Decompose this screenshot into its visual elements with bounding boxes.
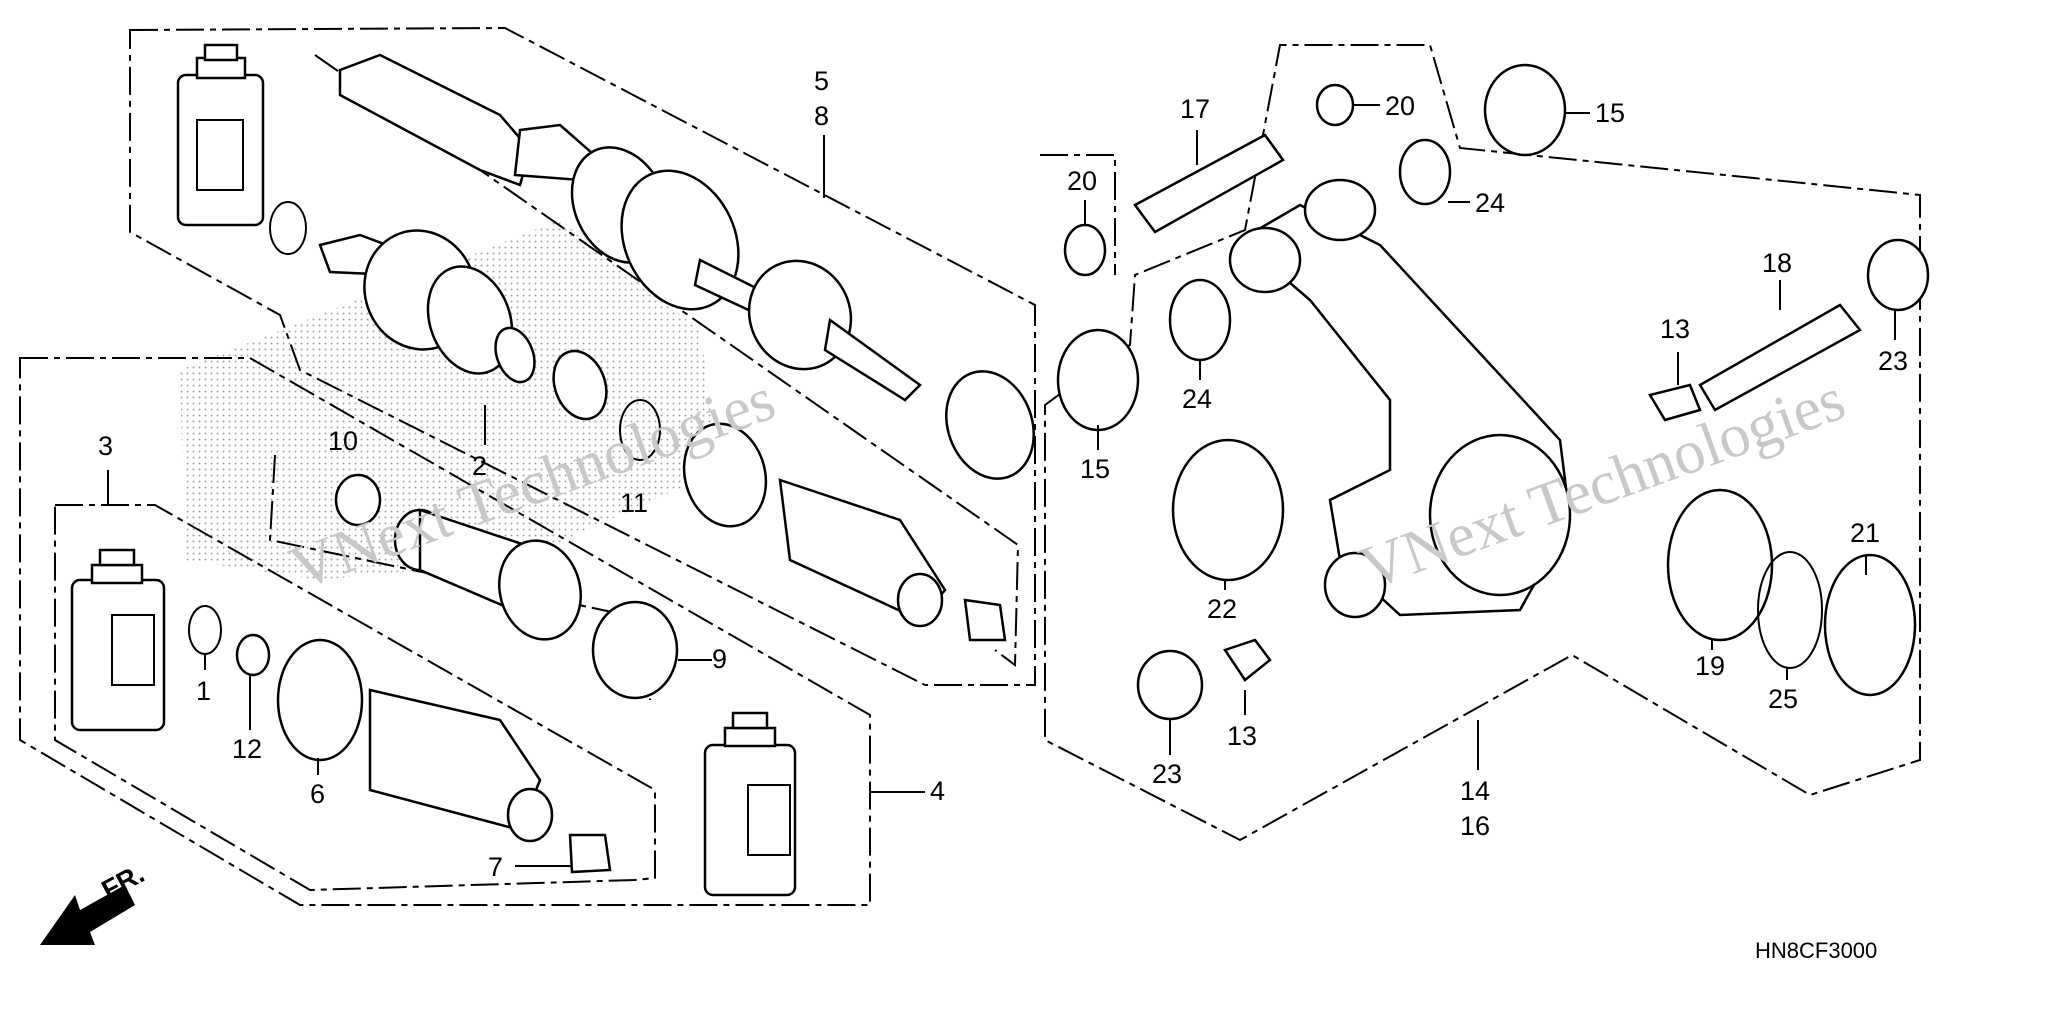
callout-24-a: 24 (1475, 188, 1505, 218)
callout-19: 19 (1695, 651, 1725, 681)
bushing-23a (1136, 649, 1204, 721)
seal-20b (1315, 83, 1355, 127)
inner-joint-housing (318, 229, 514, 375)
callout-10: 10 (328, 426, 358, 456)
group-outline-14-16 (1044, 44, 1921, 842)
callout-8: 8 (814, 101, 829, 131)
callout-20-b: 20 (1385, 91, 1415, 121)
clamp-7 (568, 833, 612, 874)
band-6 (276, 638, 364, 762)
callout-20-a: 20 (1067, 166, 1097, 196)
callout-11: 11 (620, 488, 648, 518)
grease-bottle-lower (70, 548, 166, 732)
band-10 (334, 473, 382, 527)
boot-outer (778, 478, 947, 628)
callout-13-a: 13 (1227, 721, 1257, 751)
front-arrow (40, 885, 135, 945)
snap-ring-12 (235, 633, 271, 677)
callout-15-a: 15 (1595, 98, 1625, 128)
circlip-25 (1757, 551, 1823, 669)
callout-5: 5 (814, 66, 829, 96)
boot-lower (368, 688, 554, 843)
knuckle (1228, 178, 1572, 619)
half-shaft-assembly (338, 53, 922, 402)
bushing-15b (1483, 63, 1567, 157)
seal-22 (1171, 438, 1285, 582)
callout-4: 4 (930, 776, 945, 806)
callout-1: 1 (196, 676, 211, 706)
callout-12: 12 (232, 734, 262, 764)
callout-25: 25 (1768, 684, 1798, 714)
callout-21: 21 (1850, 518, 1880, 548)
grease-bottle-right (703, 711, 797, 897)
callout-7: 7 (488, 852, 503, 882)
seal-21 (1823, 553, 1917, 697)
seal-23b (1866, 238, 1930, 312)
stipple-shading (180, 220, 720, 580)
callout-13-b: 13 (1660, 314, 1690, 344)
band-9 (591, 600, 679, 700)
group-outline-5-8 (129, 26, 1036, 686)
snap-ring-2 (494, 326, 536, 384)
collar-13a (1223, 638, 1272, 682)
circlip-top (269, 201, 307, 255)
callout-17: 17 (1180, 94, 1210, 124)
small-clamp (963, 598, 1007, 642)
bearing-cage (552, 349, 608, 421)
boot-inner (393, 508, 582, 641)
callout-2: 2 (472, 451, 487, 481)
bearing-24b (1168, 278, 1232, 362)
band-clamp-a (682, 422, 768, 528)
callout-3: 3 (98, 431, 113, 461)
bearing-24a (1398, 138, 1452, 206)
collar-13b (1648, 383, 1702, 422)
circlip-1 (188, 605, 222, 655)
callout-23-a: 23 (1152, 759, 1182, 789)
group-outline-20-inner (1040, 154, 1116, 275)
seal-20a (1063, 223, 1107, 277)
callout-15-b: 15 (1080, 454, 1110, 484)
callout-23-b: 23 (1878, 346, 1908, 376)
pivot-pin-18 (1698, 303, 1862, 412)
callout-6: 6 (310, 779, 325, 809)
band-clamp-b (945, 370, 1035, 480)
callout-16: 16 (1460, 811, 1490, 841)
callout-14: 14 (1460, 776, 1490, 806)
callout-22: 22 (1207, 594, 1237, 624)
grease-bottle-top (176, 43, 265, 227)
bearing-19 (1666, 488, 1774, 642)
callout-24-b: 24 (1182, 384, 1212, 414)
bushing-15a (1056, 328, 1140, 432)
circlip-11 (619, 399, 661, 461)
group-outline-4 (19, 357, 871, 906)
collar-17 (1133, 133, 1285, 234)
callout-18: 18 (1762, 248, 1792, 278)
group-outline-3 (54, 504, 656, 892)
callout-9: 9 (712, 644, 727, 674)
diagram-code: HN8CF3000 (1755, 938, 1877, 963)
